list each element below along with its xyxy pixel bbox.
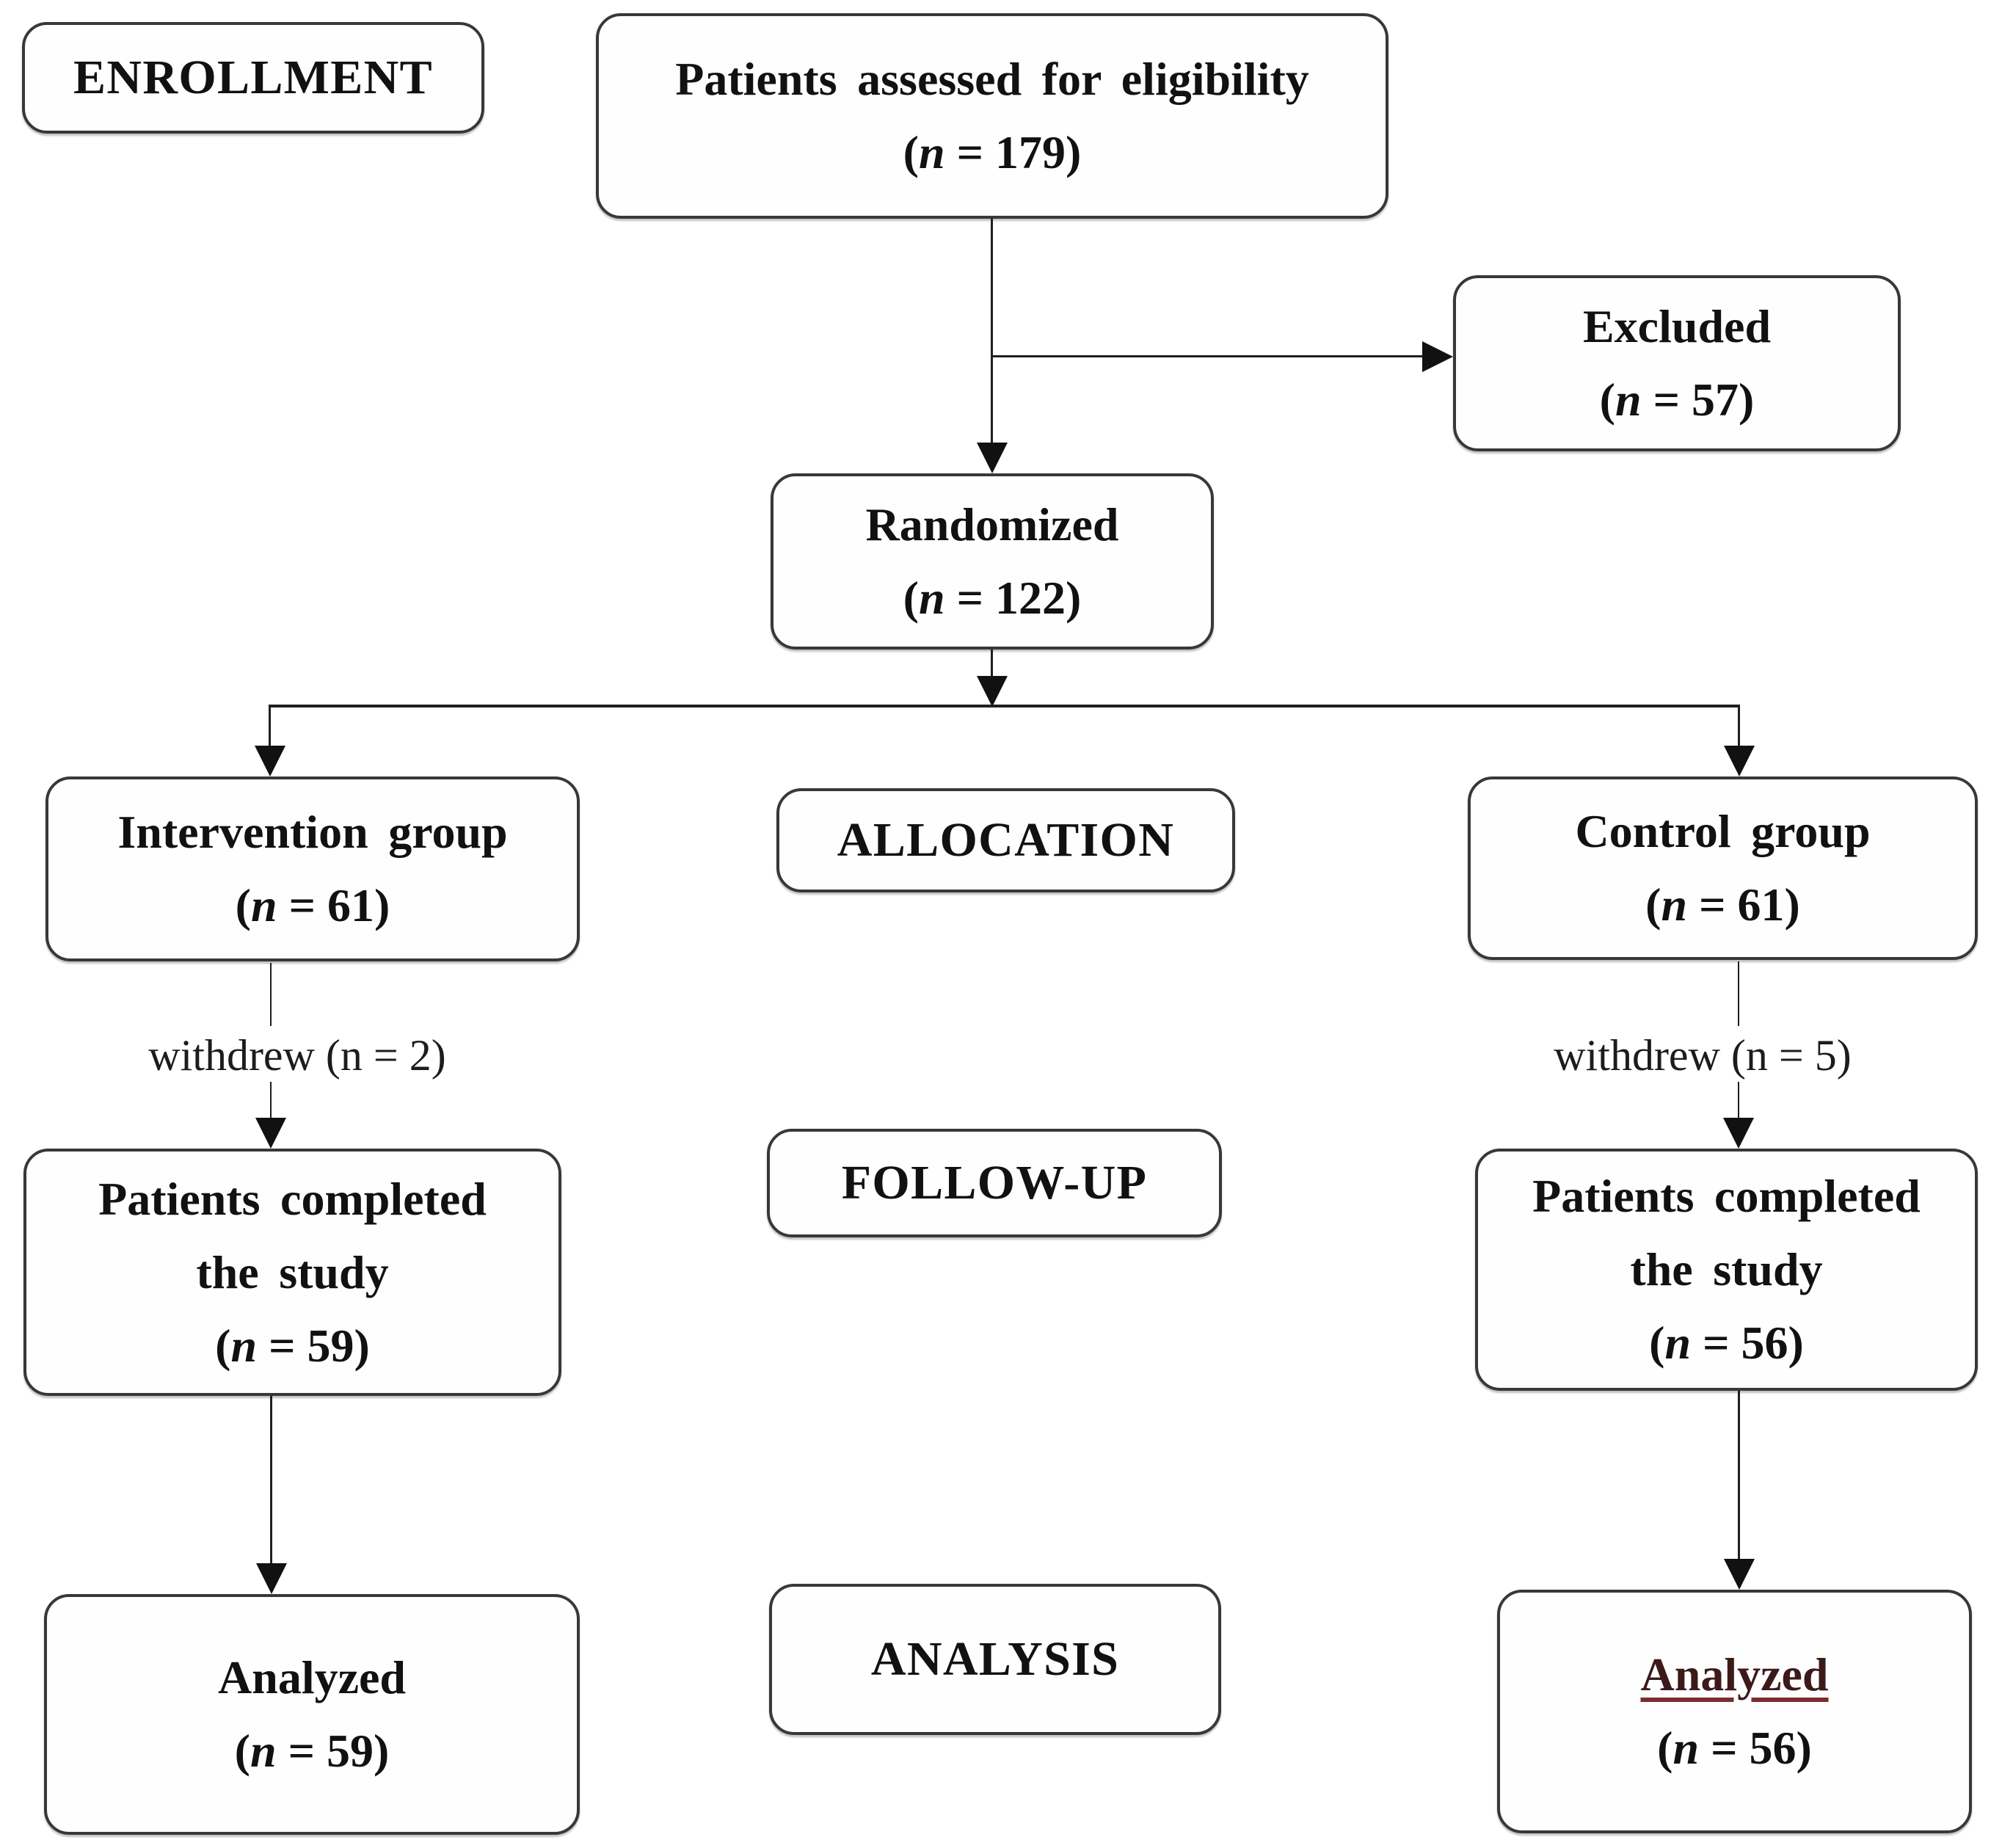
connector-withdrew-to-completed-control (1738, 1082, 1739, 1120)
arrowhead-into-analyzed-intervention (256, 1563, 287, 1594)
node-completed-control-label1: Patients completed (1532, 1170, 1921, 1222)
stage-label-allocation: ALLOCATION (837, 813, 1175, 867)
arrowhead-into-analyzed-control (1724, 1559, 1755, 1590)
node-randomized: Randomized (n = 122) (771, 473, 1214, 650)
arrowhead-into-completed-intervention (255, 1118, 286, 1149)
node-analyzed-control-count: (n = 56) (1657, 1722, 1812, 1774)
node-completed-intervention-label2: the study (196, 1245, 389, 1298)
connector-branch-to-control (1738, 707, 1740, 750)
stage-label-enrollment: ENROLLMENT (73, 51, 433, 104)
arrowhead-into-completed-control (1723, 1118, 1754, 1149)
node-completed-intervention-label1: Patients completed (98, 1172, 487, 1225)
stage-box-analysis: ANALYSIS (769, 1584, 1221, 1735)
node-eligibility-label: Patients assessed for eligibility (675, 53, 1309, 105)
node-control-count: (n = 61) (1645, 878, 1800, 931)
arrowhead-into-intervention (255, 746, 285, 776)
node-excluded-count: (n = 57) (1599, 374, 1755, 426)
node-analyzed-intervention: Analyzed (n = 59) (44, 1594, 580, 1835)
stage-box-enrollment: ENROLLMENT (22, 22, 484, 134)
edge-label-withdrew-intervention: withdrew (n = 2) (148, 1031, 446, 1080)
node-analyzed-intervention-count: (n = 59) (234, 1725, 390, 1777)
node-excluded-label: Excluded (1582, 300, 1772, 352)
node-analyzed-intervention-label: Analyzed (218, 1651, 406, 1703)
arrowhead-into-control (1724, 746, 1755, 776)
node-intervention-group: Intervention group (n = 61) (46, 776, 580, 961)
connector-intervention-to-withdrew (270, 963, 272, 1026)
node-intervention-count: (n = 61) (235, 879, 390, 931)
connector-randomized-to-branch (991, 650, 993, 680)
arrowhead-into-excluded (1422, 341, 1453, 372)
node-completed-control: Patients completed the study (n = 56) (1475, 1149, 1978, 1391)
stage-box-follow-up: FOLLOW-UP (767, 1129, 1222, 1237)
node-completed-control-label2: the study (1630, 1243, 1823, 1295)
arrowhead-into-randomized (977, 443, 1008, 473)
node-excluded: Excluded (n = 57) (1453, 275, 1901, 451)
connector-withdrew-to-completed-intervention (270, 1082, 272, 1120)
connector-control-to-withdrew (1738, 961, 1739, 1026)
node-analyzed-control-label: Analyzed (1640, 1648, 1829, 1700)
node-eligibility-count: (n = 179) (903, 126, 1082, 178)
connector-eligibility-to-randomized (991, 219, 993, 448)
node-completed-intervention: Patients completed the study (n = 59) (23, 1149, 561, 1396)
node-analyzed-control: Analyzed (n = 56) (1497, 1590, 1972, 1833)
edge-label-withdrew-control: withdrew (n = 5) (1554, 1031, 1852, 1080)
branch-line-allocation (269, 705, 1740, 707)
node-completed-intervention-count: (n = 59) (215, 1319, 370, 1372)
connector-completed-to-analyzed-control (1738, 1391, 1740, 1562)
stage-label-follow-up: FOLLOW-UP (841, 1156, 1148, 1209)
node-control-group: Control group (n = 61) (1468, 776, 1978, 960)
arrowhead-onto-branch-line (977, 676, 1008, 707)
node-randomized-label: Randomized (865, 498, 1119, 550)
connector-completed-to-analyzed-intervention (270, 1396, 272, 1566)
connector-branch-to-intervention (269, 707, 271, 750)
node-intervention-label: Intervention group (117, 806, 508, 858)
node-control-label: Control group (1575, 805, 1871, 857)
node-eligibility: Patients assessed for eligibility (n = 1… (596, 13, 1388, 219)
node-completed-control-count: (n = 56) (1649, 1317, 1804, 1369)
stage-box-allocation: ALLOCATION (776, 788, 1235, 892)
connector-to-excluded (991, 355, 1428, 357)
stage-label-analysis: ANALYSIS (870, 1632, 1120, 1686)
node-randomized-count: (n = 122) (903, 572, 1082, 624)
